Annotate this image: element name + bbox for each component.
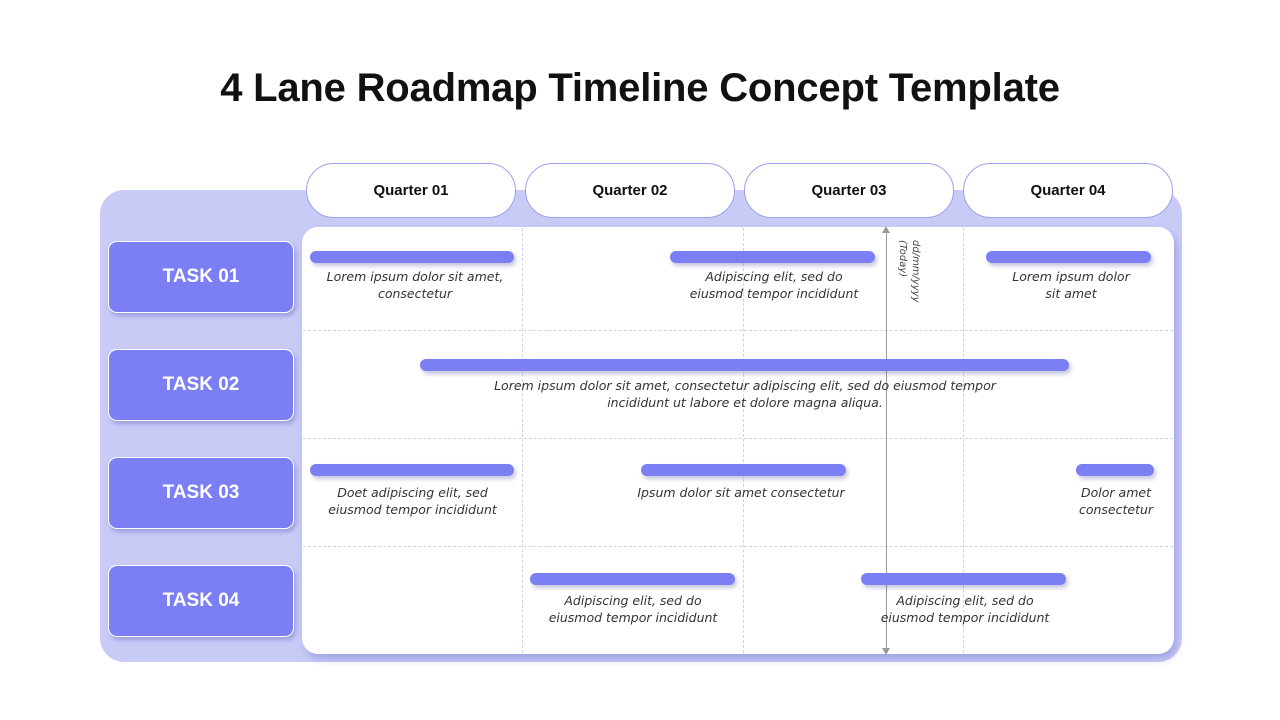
page-title: 4 Lane Roadmap Timeline Concept Template	[220, 66, 1060, 110]
quarter-header-2: Quarter 02	[525, 163, 735, 218]
quarter-header-1: Quarter 01	[306, 163, 516, 218]
task-label-3: TASK 03	[108, 457, 294, 529]
timeline-bar	[641, 464, 846, 476]
timeline-item-desc: Lorem ipsum dolor sit amet,consectetur	[326, 269, 504, 301]
grid-line	[743, 228, 744, 653]
task-label-4: TASK 04	[108, 565, 294, 637]
grid-line	[303, 546, 1173, 547]
timeline-bar	[310, 464, 514, 476]
grid-line	[963, 228, 964, 653]
timeline-bar	[310, 251, 514, 263]
today-marker-label: dd/mm/yyyy (Today)	[896, 240, 922, 320]
timeline-item-desc: Ipsum dolor sit amet consectetur	[637, 485, 845, 500]
timeline-item-desc: Lorem ipsum dolor sit amet, consectetur …	[494, 378, 996, 410]
quarter-header-3: Quarter 03	[744, 163, 954, 218]
grid-line	[303, 330, 1173, 331]
arrow-up-icon	[882, 226, 890, 233]
task-label-2: TASK 02	[108, 349, 294, 421]
task-label-1: TASK 01	[108, 241, 294, 313]
timeline-bar	[420, 359, 1069, 371]
timeline-bar	[986, 251, 1151, 263]
quarter-header-4: Quarter 04	[963, 163, 1173, 218]
today-date: dd/mm/yyyy	[910, 240, 921, 303]
timeline-bar	[861, 573, 1066, 585]
arrow-down-icon	[882, 648, 890, 655]
today-text: (Today)	[897, 240, 908, 278]
timeline-bar	[670, 251, 875, 263]
grid-line	[522, 228, 523, 653]
grid-line	[303, 438, 1173, 439]
today-marker-line	[886, 229, 887, 652]
timeline-bar	[1076, 464, 1154, 476]
timeline-bar	[530, 573, 735, 585]
